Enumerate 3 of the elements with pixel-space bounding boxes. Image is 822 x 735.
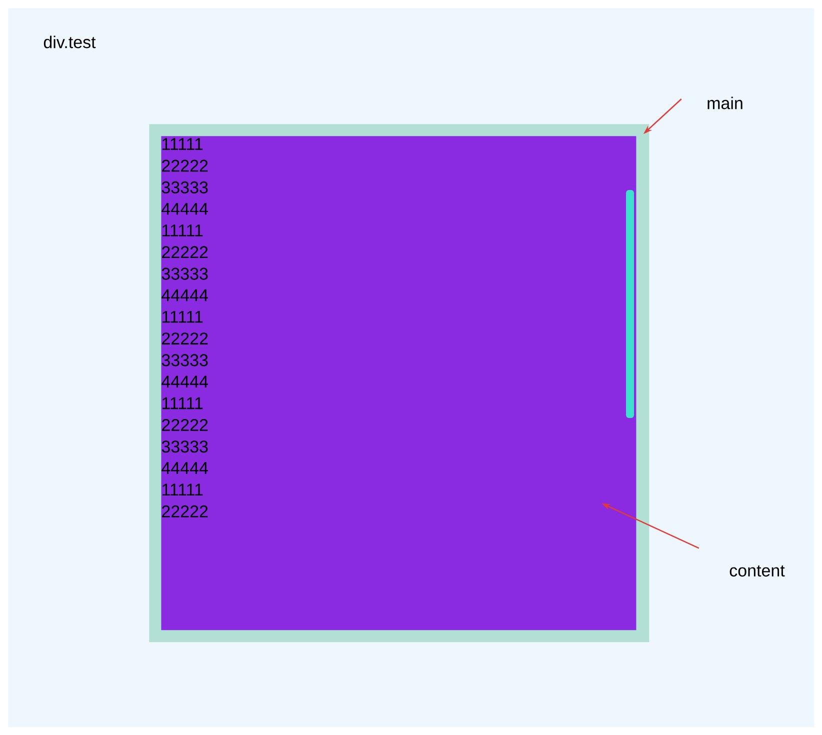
callout-label: main (708, 96, 742, 110)
content-box: 11111 22222 33333 44444 11111 22222 33333 44444 11111 22222 33333 44444 11111 22222 33333 44444 11111 22222 (161, 136, 636, 630)
callout-label: content (730, 565, 785, 577)
